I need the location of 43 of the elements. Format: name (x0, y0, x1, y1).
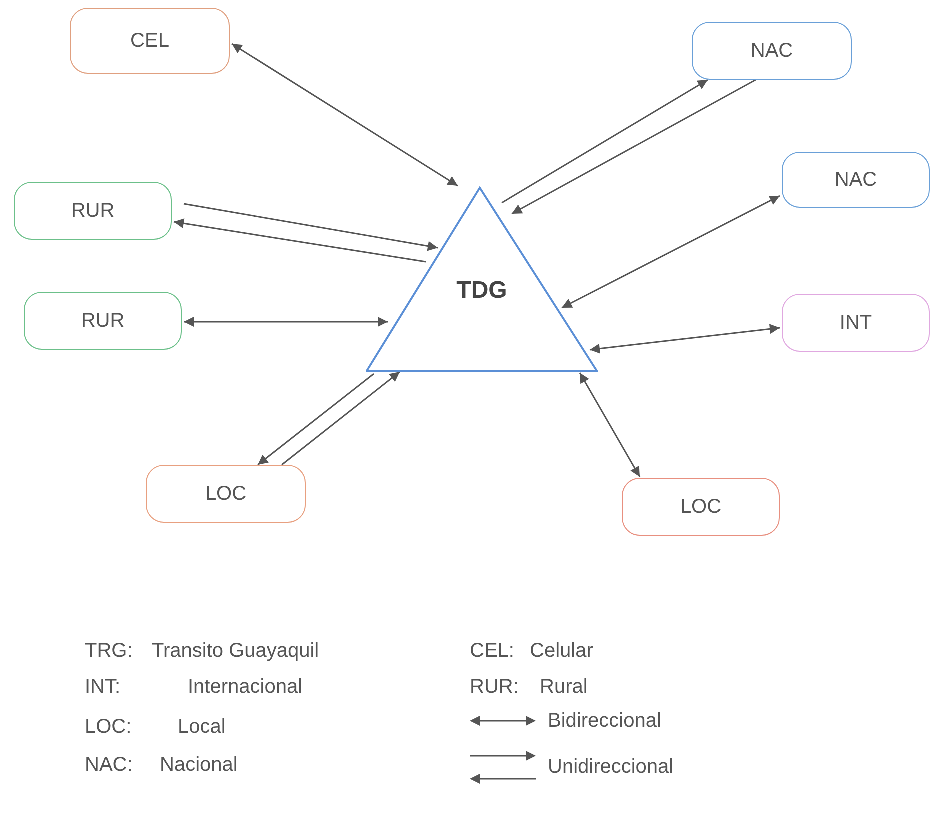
legend-text: Rural (540, 675, 588, 700)
legend-text: Celular (530, 639, 594, 664)
legend-text: Local (178, 715, 226, 740)
node-label: LOC (680, 495, 722, 520)
node-label: LOC (205, 482, 247, 507)
node-label: RUR (71, 199, 115, 224)
arrow (184, 203, 438, 252)
arrow (184, 317, 388, 327)
legend-text: INT: (85, 675, 121, 700)
arrow (174, 218, 426, 263)
triangle-node (366, 186, 598, 374)
arrow (590, 324, 780, 354)
legend-text: RUR: (470, 675, 519, 700)
node-label: NAC (834, 168, 878, 193)
legend-text: Transito Guayaquil (152, 639, 320, 664)
legend-text: Nacional (160, 753, 238, 778)
node-label: CEL (130, 29, 170, 54)
rounded-box (70, 8, 230, 74)
arrow (502, 79, 708, 204)
node-label: NAC (750, 39, 794, 64)
arrow (512, 79, 756, 215)
arrow (232, 43, 458, 187)
rounded-box (782, 152, 930, 208)
node-label: RUR (81, 309, 125, 334)
rounded-box (782, 294, 930, 352)
rounded-box (622, 478, 780, 536)
legend-text: Bidireccional (548, 709, 662, 734)
legend-text: TRG: (85, 639, 133, 664)
node-label: TDG (456, 276, 508, 306)
arrow (282, 371, 400, 466)
legend-text: CEL: (470, 639, 514, 664)
legend-text: LOC: (85, 715, 132, 740)
arrow (562, 195, 780, 309)
arrow (258, 373, 374, 466)
arrow (579, 372, 641, 478)
legend-text: Unidireccional (548, 755, 674, 780)
rounded-box (24, 292, 182, 350)
node-label: INT (840, 311, 872, 336)
rounded-box (14, 182, 172, 240)
legend-text: Internacional (188, 675, 303, 700)
legend-text: NAC: (85, 753, 133, 778)
rounded-box (146, 465, 306, 523)
rounded-box (692, 22, 852, 80)
